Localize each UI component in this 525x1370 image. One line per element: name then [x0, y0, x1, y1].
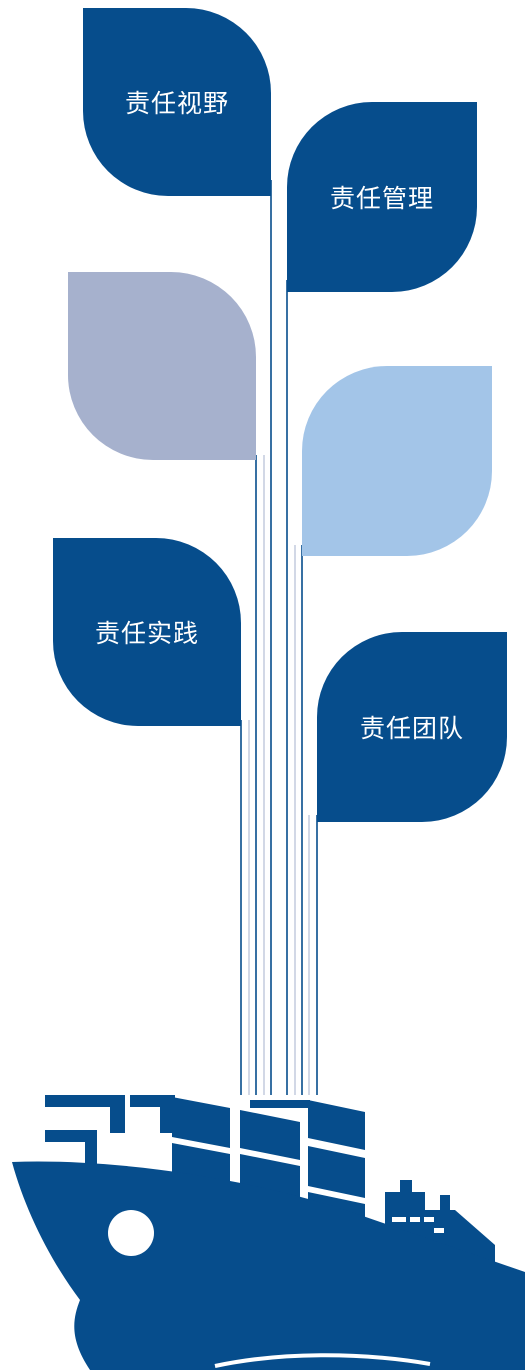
leaf-decorative-light: [302, 366, 492, 556]
leaf-responsibility-team[interactable]: 责任团队: [317, 632, 507, 822]
leaf-label: 责任团队: [359, 714, 464, 743]
leaf-responsibility-vision[interactable]: 责任视野: [83, 8, 271, 196]
leaf-decorative-grey: [68, 272, 256, 460]
porthole-icon: [108, 1210, 154, 1256]
leaf-responsibility-management[interactable]: 责任管理: [287, 102, 477, 292]
leaf-responsibility-practice[interactable]: 责任实践: [53, 538, 241, 726]
leaf-label: 责任实践: [94, 619, 199, 648]
leaf-label: 责任视野: [124, 89, 229, 118]
leaf-label: 责任管理: [329, 184, 434, 213]
